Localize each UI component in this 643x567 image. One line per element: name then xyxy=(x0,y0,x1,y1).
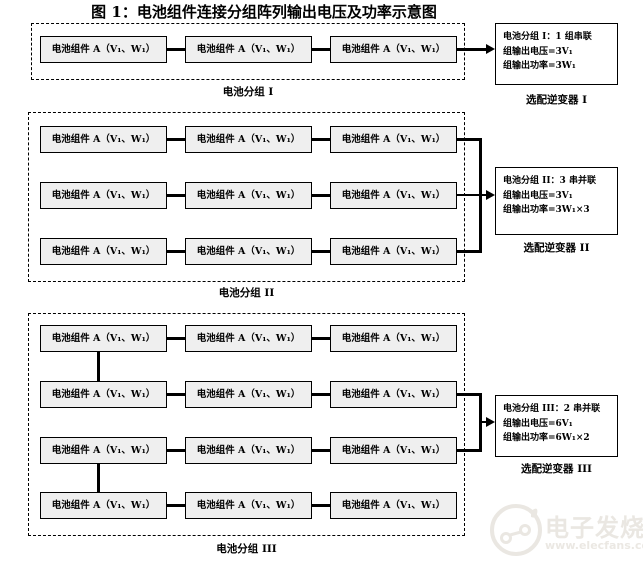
battery-module-box: 电池组件 A（V₁、W₁） xyxy=(185,36,312,63)
battery-module-box: 电池组件 A（V₁、W₁） xyxy=(185,381,312,408)
connector-line xyxy=(457,48,486,51)
battery-module-box: 电池组件 A（V₁、W₁） xyxy=(40,238,167,265)
inverter-2-line3: 组输出功率=3W₁×3 xyxy=(503,205,590,215)
connector-line xyxy=(312,194,330,197)
connector-line xyxy=(167,337,185,340)
arrowhead-icon xyxy=(486,190,495,200)
arrow-line xyxy=(480,421,488,423)
battery-module-box: 电池组件 A（V₁、W₁） xyxy=(40,126,167,153)
connector-line xyxy=(312,48,330,51)
inverter-1-line2: 组输出电压=3V₁ xyxy=(503,46,573,57)
series-link-line xyxy=(97,463,100,493)
inverter-1-label: 选配逆变器 I xyxy=(525,94,588,106)
battery-module-box: 电池组件 A（V₁、W₁） xyxy=(40,381,167,408)
battery-module-box: 电池组件 A（V₁、W₁） xyxy=(330,325,457,352)
inverter-3-line3: 组输出功率=6W₁×2 xyxy=(503,433,590,443)
connector-line xyxy=(457,393,482,396)
arrow-line xyxy=(457,194,486,196)
battery-module-box: 电池组件 A（V₁、W₁） xyxy=(330,381,457,408)
inverter-1-line1: 电池分组 I：1 组串联 xyxy=(503,32,592,42)
battery-module-box: 电池组件 A（V₁、W₁） xyxy=(185,126,312,153)
arrowhead-icon xyxy=(486,44,495,54)
inverter-2-line2: 组输出电压=3V₁ xyxy=(503,190,573,201)
battery-module-box: 电池组件 A（V₁、W₁） xyxy=(40,36,167,63)
battery-module-box: 电池组件 A（V₁、W₁） xyxy=(40,492,167,519)
inverter-2-line1: 电池分组 II：3 串并联 xyxy=(503,176,596,186)
inverter-3-line2: 组输出电压=6V₁ xyxy=(503,418,573,429)
inverter-3-label: 选配逆变器 III xyxy=(521,463,592,475)
connector-line xyxy=(167,250,185,253)
battery-group-3-region xyxy=(28,313,465,536)
inverter-1-line3: 组输出功率=3W₁ xyxy=(503,61,576,71)
group-3-label: 电池分组 III xyxy=(216,543,277,555)
group-1-label: 电池分组 I xyxy=(222,86,274,98)
battery-module-box: 电池组件 A（V₁、W₁） xyxy=(40,325,167,352)
connector-line xyxy=(167,449,185,452)
inverter-summary-box-1: 电池分组 I：1 组串联 组输出电压=3V₁ 组输出功率=3W₁ xyxy=(495,23,618,85)
connector-line xyxy=(167,138,185,141)
battery-module-box: 电池组件 A（V₁、W₁） xyxy=(40,182,167,209)
inverter-2-label: 选配逆变器 II xyxy=(523,242,590,254)
figure-title: 图 1：电池组件连接分组阵列输出电压及功率示意图 xyxy=(91,3,437,21)
inverter-3-line1: 电池分组 III：2 串并联 xyxy=(503,404,601,414)
connector-line xyxy=(457,449,482,452)
connector-line xyxy=(457,138,482,141)
watermark-logo-icon xyxy=(490,504,542,556)
group-2-label: 电池分组 II xyxy=(218,287,275,299)
connector-line xyxy=(167,48,185,51)
battery-module-box: 电池组件 A（V₁、W₁） xyxy=(330,36,457,63)
watermark-url: www.elecfans.com xyxy=(545,539,643,552)
inverter-summary-box-2: 电池分组 II：3 串并联 组输出电压=3V₁ 组输出功率=3W₁×3 xyxy=(495,167,618,235)
battery-module-box: 电池组件 A（V₁、W₁） xyxy=(185,492,312,519)
connector-line xyxy=(312,449,330,452)
connector-line xyxy=(312,138,330,141)
battery-group-2-region xyxy=(28,112,465,282)
connector-line xyxy=(312,504,330,507)
battery-module-box: 电池组件 A（V₁、W₁） xyxy=(185,437,312,464)
connector-line xyxy=(167,194,185,197)
connector-line xyxy=(457,250,482,253)
battery-module-box: 电池组件 A（V₁、W₁） xyxy=(330,238,457,265)
battery-group-1-region xyxy=(31,23,465,80)
battery-module-box: 电池组件 A（V₁、W₁） xyxy=(185,238,312,265)
connector-line xyxy=(312,337,330,340)
connector-line xyxy=(167,504,185,507)
connector-line xyxy=(312,250,330,253)
series-link-line xyxy=(97,352,100,382)
battery-module-box: 电池组件 A（V₁、W₁） xyxy=(330,492,457,519)
battery-module-box: 电池组件 A（V₁、W₁） xyxy=(330,437,457,464)
watermark-brand: 电子发烧友 xyxy=(545,513,643,542)
battery-module-box: 电池组件 A（V₁、W₁） xyxy=(185,325,312,352)
battery-module-box: 电池组件 A（V₁、W₁） xyxy=(330,126,457,153)
battery-module-box: 电池组件 A（V₁、W₁） xyxy=(330,182,457,209)
connector-line xyxy=(167,393,185,396)
inverter-summary-box-3: 电池分组 III：2 串并联 组输出电压=6V₁ 组输出功率=6W₁×2 xyxy=(495,395,618,457)
battery-module-box: 电池组件 A（V₁、W₁） xyxy=(185,182,312,209)
battery-module-box: 电池组件 A（V₁、W₁） xyxy=(40,437,167,464)
connector-line xyxy=(312,393,330,396)
arrowhead-icon xyxy=(486,417,495,427)
